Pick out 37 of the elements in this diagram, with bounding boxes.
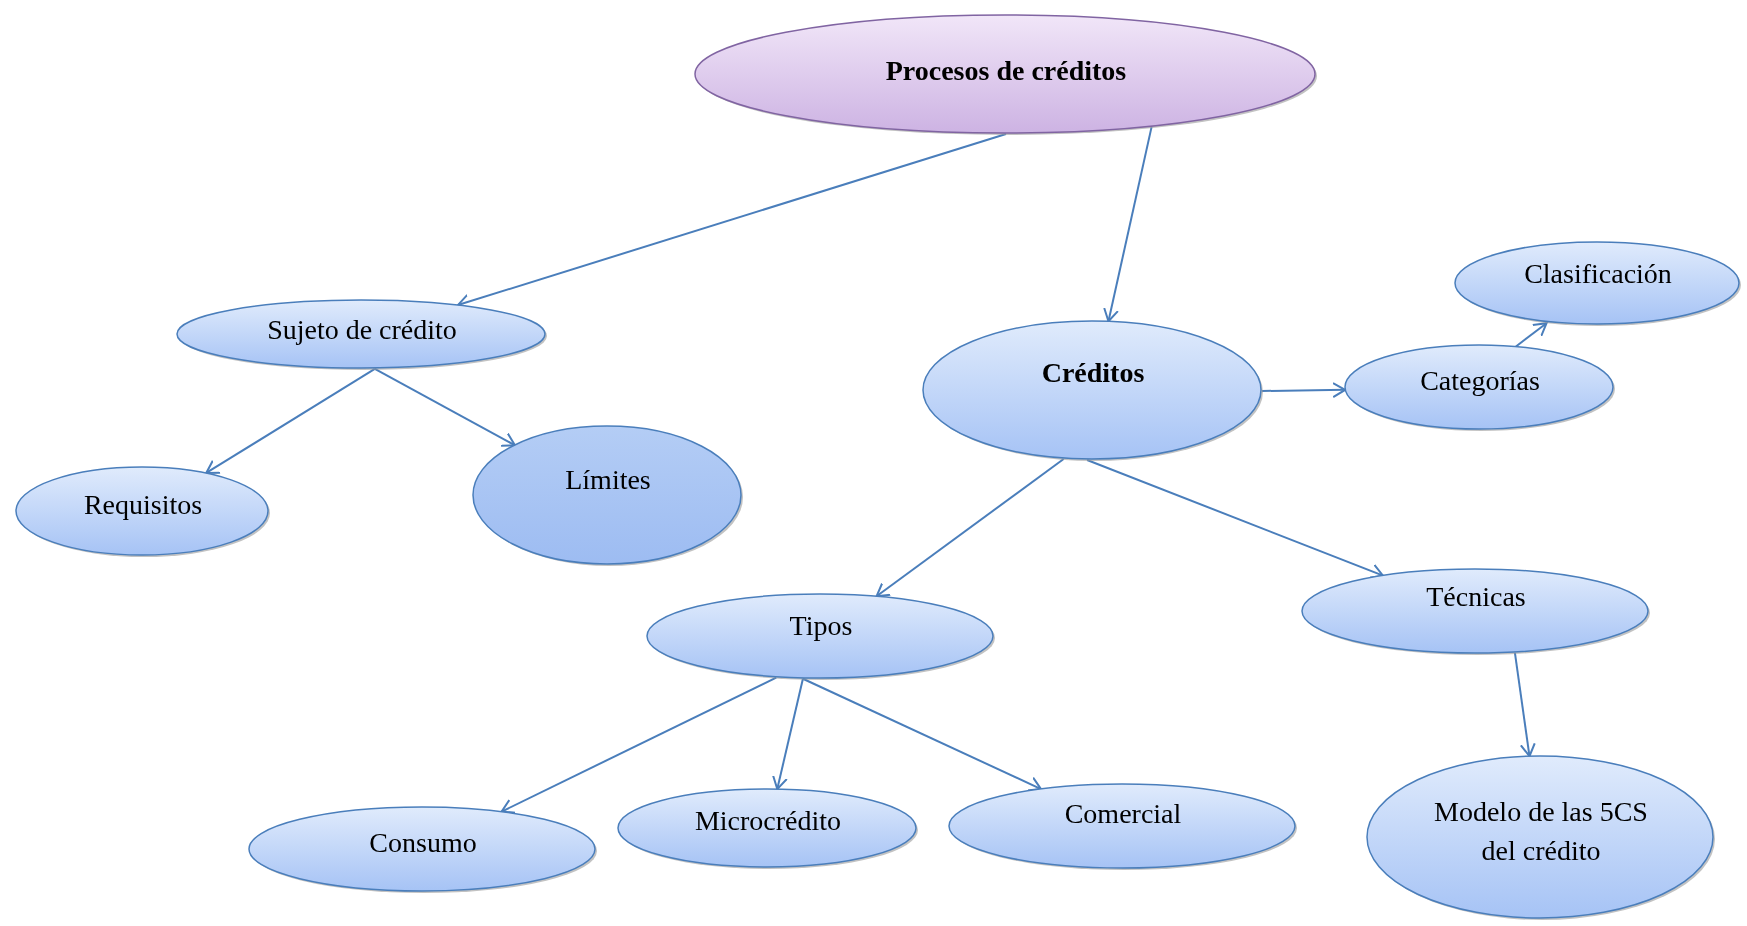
- node-label: Procesos de créditos: [885, 54, 1127, 88]
- node-label: Requisitos: [83, 488, 203, 522]
- arrow: [1103, 126, 1153, 323]
- concept-ellipse: [175, 298, 549, 372]
- concept-ellipse: [645, 592, 997, 682]
- node-label: Consumo: [369, 826, 477, 860]
- node-label: Sujeto de crédito: [267, 313, 457, 347]
- node-label: Créditos: [1041, 356, 1145, 390]
- node-label: Tipos: [789, 609, 853, 643]
- node-label: Técnicas: [1426, 580, 1526, 614]
- node-label: Comercial: [1064, 797, 1182, 831]
- arrow: [1513, 651, 1536, 758]
- arrow: [1086, 458, 1385, 579]
- arrow: [205, 367, 376, 474]
- arrow: [875, 457, 1065, 598]
- node-label: Categorías: [1420, 364, 1540, 398]
- concept-ellipse: [247, 805, 599, 895]
- concept-ellipse: [1343, 343, 1617, 433]
- concept-ellipse: [14, 465, 272, 559]
- node-label: Clasificación: [1524, 257, 1672, 291]
- node-label: Modelo de las 5CS del crédito: [1433, 795, 1649, 869]
- arrow: [772, 677, 804, 791]
- concept-ellipse: [471, 424, 745, 568]
- root-ellipse: [693, 13, 1319, 137]
- concept-ellipse: [947, 782, 1299, 872]
- arrow: [373, 367, 516, 447]
- concept-ellipse: [921, 319, 1265, 463]
- node-label: Límites: [565, 463, 651, 497]
- arrow: [1261, 382, 1347, 398]
- node-label: Microcrédito: [694, 804, 842, 838]
- arrow: [1513, 322, 1548, 349]
- concept-ellipse: [1453, 240, 1743, 328]
- concept-ellipse: [616, 787, 920, 871]
- concept-ellipse: [1300, 567, 1652, 657]
- arrow: [801, 677, 1043, 792]
- concept-ellipse: [1365, 754, 1717, 922]
- arrow: [500, 676, 778, 814]
